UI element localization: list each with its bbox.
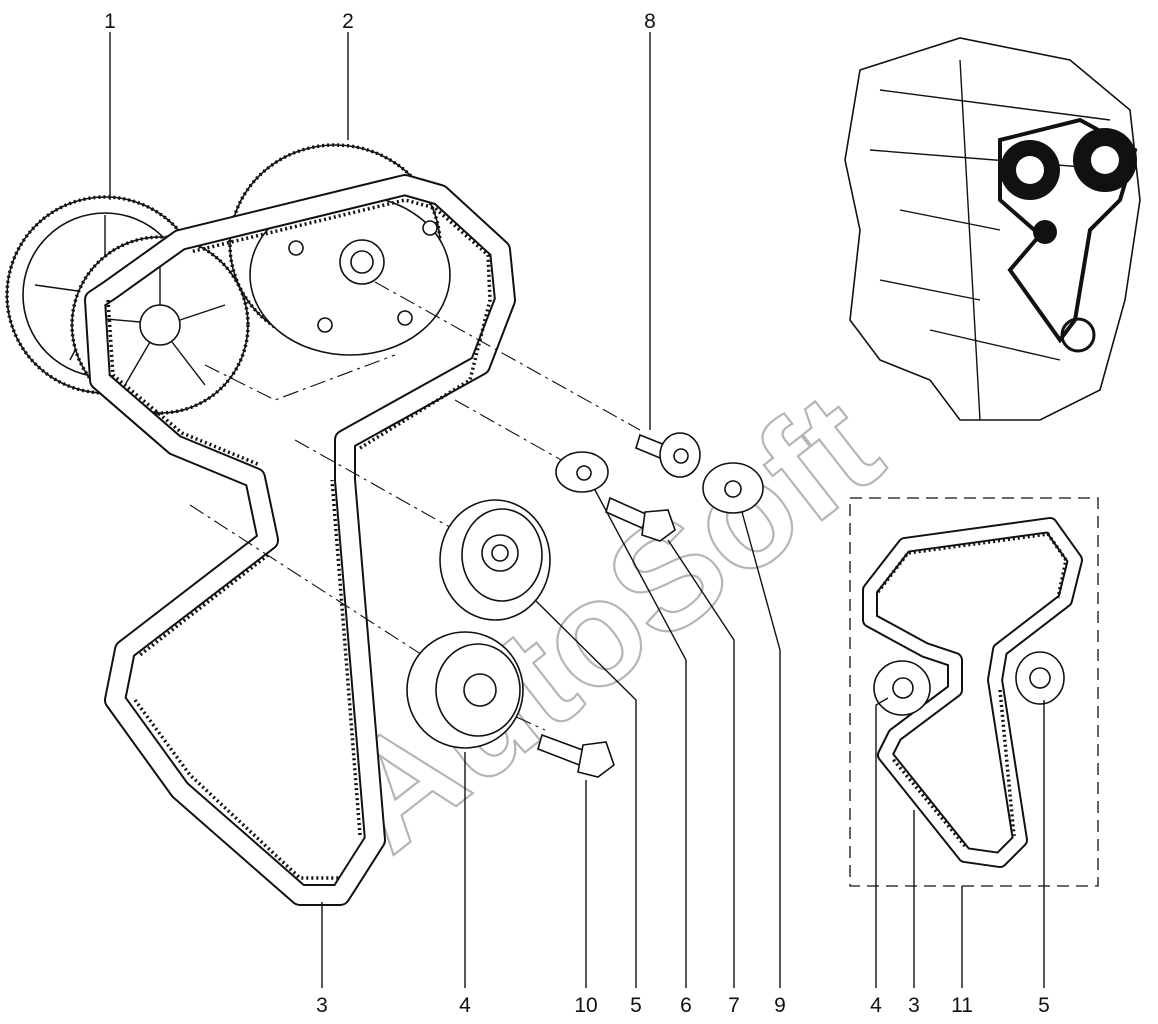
callout-9: 9 — [774, 994, 786, 1017]
bolt-7 — [605, 496, 676, 542]
callout-4: 4 — [459, 994, 471, 1017]
callout-8: 8 — [644, 10, 656, 33]
leader-lines — [109, 32, 1045, 988]
watermark: AutoSoft — [307, 360, 909, 882]
bolt-8 — [635, 432, 701, 478]
engine-illustration — [844, 37, 1141, 421]
callout-kit-3: 3 — [908, 994, 920, 1017]
washer-6 — [555, 451, 609, 493]
callout-1: 1 — [104, 10, 116, 33]
timing-belt-main — [84, 174, 516, 906]
callout-3: 3 — [316, 994, 328, 1017]
callout-kit-11: 11 — [951, 994, 973, 1017]
idler-roller — [406, 631, 524, 749]
camshaft-pulley-2 — [228, 143, 451, 356]
tensioner-roller — [439, 499, 551, 621]
bolt-10 — [537, 733, 615, 778]
cap-9 — [702, 462, 764, 514]
kit-box — [849, 497, 1099, 887]
callout-5: 5 — [630, 994, 642, 1017]
callout-labels: 1 2 8 3 4 10 5 6 7 9 4 3 11 5 — [104, 10, 1050, 1017]
callout-6: 6 — [680, 994, 692, 1017]
callout-10: 10 — [574, 994, 597, 1017]
callout-2: 2 — [342, 10, 354, 33]
callout-kit-4: 4 — [870, 994, 882, 1017]
callout-7: 7 — [728, 994, 740, 1017]
callout-kit-5: 5 — [1038, 994, 1050, 1017]
